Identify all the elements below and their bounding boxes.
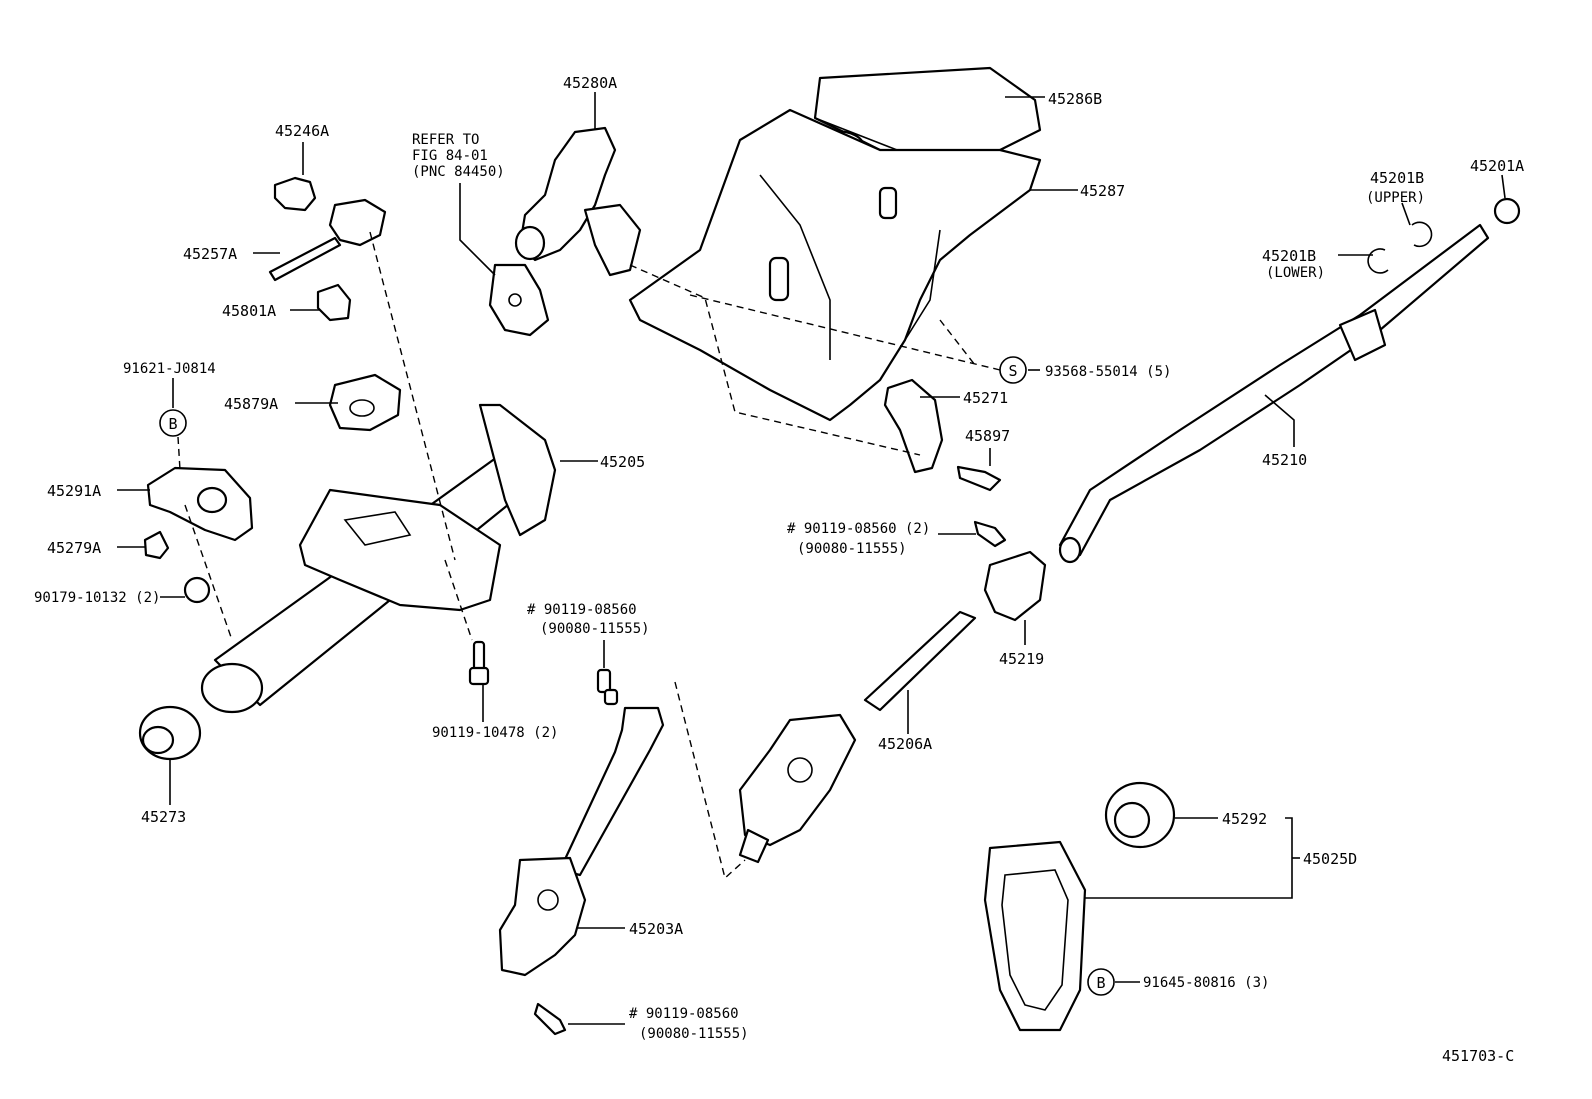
lower-shaft-part[interactable] <box>738 610 977 864</box>
label-45286B[interactable]: 45286B <box>1048 90 1102 108</box>
bolt-90119-08560-middle[interactable] <box>596 668 619 706</box>
part-45291A[interactable] <box>146 466 254 542</box>
part-45271[interactable] <box>883 378 944 474</box>
circle-mark-s: S <box>999 356 1027 384</box>
column-cover-lower-part[interactable] <box>628 108 1042 422</box>
label-45801A[interactable]: 45801A <box>222 302 276 320</box>
label-refer-line2: FIG 84-01 <box>412 148 488 164</box>
label-90080-11555-middle: (90080-11555) <box>540 621 650 637</box>
dashed-reference-lines <box>177 231 1001 880</box>
steering-column-tube-part[interactable] <box>200 403 557 714</box>
svg-text:S: S <box>1008 362 1017 380</box>
label-45206A[interactable]: 45206A <box>878 735 932 753</box>
part-45279A[interactable] <box>143 530 170 560</box>
part-45246A[interactable] <box>273 176 317 212</box>
label-45205[interactable]: 45205 <box>600 453 645 471</box>
label-45257A[interactable]: 45257A <box>183 245 237 263</box>
part-45257A[interactable] <box>268 198 387 282</box>
bolt-90119-10478[interactable] <box>468 640 490 686</box>
label-45287[interactable]: 45287 <box>1080 182 1125 200</box>
label-90179-10132[interactable]: 90179-10132 (2) <box>34 590 160 606</box>
circle-mark-b-top: B <box>159 409 187 437</box>
label-45292[interactable]: 45292 <box>1222 810 1267 828</box>
intermediate-shaft-part[interactable] <box>498 706 665 977</box>
label-90080-11555-bottom: (90080-11555) <box>639 1026 749 1042</box>
label-45025D[interactable]: 45025D <box>1303 850 1357 868</box>
main-shaft-part[interactable] <box>1058 223 1490 564</box>
label-90119-08560-right[interactable]: # 90119-08560 (2) <box>787 521 930 537</box>
part-45201B-lower[interactable] <box>1367 248 1389 274</box>
svg-text:B: B <box>1096 974 1105 992</box>
label-93568-55014[interactable]: 93568-55014 (5) <box>1045 364 1171 380</box>
svg-text:B: B <box>168 415 177 433</box>
label-45201B-lower[interactable]: 45201B <box>1262 247 1316 265</box>
label-45279A[interactable]: 45279A <box>47 539 101 557</box>
label-45291A[interactable]: 45291A <box>47 482 101 500</box>
label-45203A[interactable]: 45203A <box>629 920 683 938</box>
ignition-housing-part[interactable] <box>514 126 642 277</box>
label-45897[interactable]: 45897 <box>965 427 1010 445</box>
label-upper: (UPPER) <box>1366 190 1425 206</box>
label-45246A[interactable]: 45246A <box>275 122 329 140</box>
label-refer-line1: REFER TO <box>412 132 479 148</box>
label-90080-11555-right: (90080-11555) <box>797 541 907 557</box>
part-45292[interactable] <box>1104 781 1176 849</box>
part-45201A[interactable] <box>1493 197 1521 225</box>
part-45801A[interactable] <box>316 283 352 322</box>
bolt-90119-08560-bottom[interactable] <box>533 1002 567 1036</box>
label-lower: (LOWER) <box>1266 265 1325 281</box>
bolt-90119-08560-right[interactable] <box>973 520 1007 548</box>
label-90119-10478[interactable]: 90119-10478 (2) <box>432 725 558 741</box>
label-90119-08560-middle[interactable]: # 90119-08560 <box>527 602 637 618</box>
label-refer-line3: (PNC 84450) <box>412 164 505 180</box>
label-45271[interactable]: 45271 <box>963 389 1008 407</box>
label-45210[interactable]: 45210 <box>1262 451 1307 469</box>
figure-code: 451703-C <box>1442 1047 1514 1065</box>
part-45219[interactable] <box>983 550 1047 622</box>
boot-plate-part[interactable] <box>983 840 1087 1032</box>
part-45201B-upper[interactable] <box>1411 221 1433 248</box>
label-45280A[interactable]: 45280A <box>563 74 617 92</box>
label-90119-08560-bottom[interactable]: # 90119-08560 <box>629 1006 739 1022</box>
label-91645-80816[interactable]: 91645-80816 (3) <box>1143 975 1269 991</box>
label-45879A[interactable]: 45879A <box>224 395 278 413</box>
label-45201A[interactable]: 45201A <box>1470 157 1524 175</box>
label-45219[interactable]: 45219 <box>999 650 1044 668</box>
circle-mark-b-bottom: B <box>1087 968 1115 996</box>
key-cylinder-bracket-part[interactable] <box>488 263 550 337</box>
label-45273[interactable]: 45273 <box>141 808 186 826</box>
part-labels: 45280A 45286B 45246A REFER TO FIG 84-01 … <box>34 74 1524 1065</box>
part-90179-10132[interactable] <box>183 576 211 604</box>
part-45879A[interactable] <box>328 373 402 432</box>
part-45897[interactable] <box>956 465 1002 492</box>
label-45201B-upper[interactable]: 45201B <box>1370 169 1424 187</box>
label-91621-J0814[interactable]: 91621-J0814 <box>123 361 216 377</box>
leader-lines <box>117 92 1506 1025</box>
part-45273[interactable] <box>138 705 202 761</box>
